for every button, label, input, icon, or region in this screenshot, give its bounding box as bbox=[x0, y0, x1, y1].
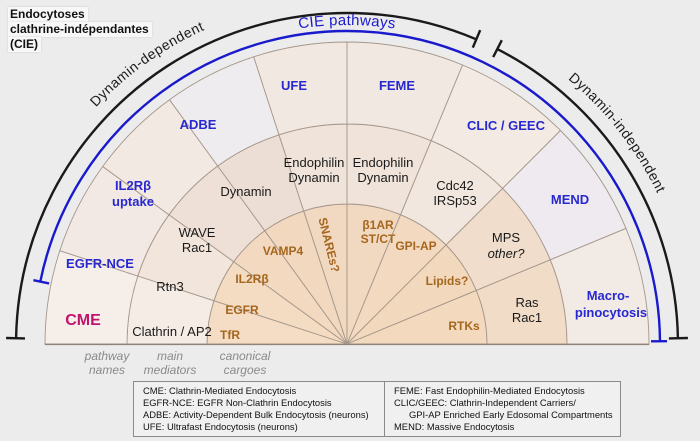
dep-arc-right-tick bbox=[471, 29, 482, 49]
legend-egfr-nce: EGFR-NCE: EGFR Non-Clathrin Endocytosis bbox=[143, 397, 332, 408]
cargo-label-egfr: EGFR bbox=[225, 303, 259, 317]
mediator-label-other: other? bbox=[488, 246, 526, 261]
mediator-label-feme-dynamin: Dynamin bbox=[357, 170, 408, 185]
cie-bracket-arc bbox=[33, 29, 668, 343]
legend-adbe: ADBE: Activity-Dependent Bulk Endocytosi… bbox=[143, 409, 369, 420]
legend-mend: MEND: Massive Endocytosis bbox=[394, 421, 515, 432]
indep-arc-left-tick bbox=[492, 39, 503, 58]
pathway-label-ufe: UFE bbox=[281, 78, 307, 93]
pathway-label-macro-line2: pinocytosis bbox=[575, 305, 647, 320]
figure-title-line3: (CIE) bbox=[8, 37, 41, 52]
pathway-label-feme: FEME bbox=[379, 78, 415, 93]
legend-feme: FEME: Fast Endophilin-Mediated Endocytos… bbox=[394, 385, 585, 396]
ring-caption-cargoes: cargoes bbox=[224, 363, 267, 377]
ring-caption-pathway: pathway bbox=[84, 349, 131, 363]
mediator-label-cdc42: Cdc42 bbox=[436, 178, 474, 193]
segment-macropinocytosis-ring-2 bbox=[549, 227, 650, 345]
legend-cme: CME: Clathrin-Mediated Endocytosis bbox=[143, 385, 297, 396]
cargo-label-vamp4: VAMP4 bbox=[263, 244, 304, 258]
dynamin-independent-bracket-arc bbox=[492, 39, 688, 340]
cargo-label-gpi-ap: GPI-AP bbox=[395, 239, 436, 253]
cie-arc bbox=[39, 29, 662, 342]
ring-caption-names: names bbox=[89, 363, 125, 377]
cargo-label-il2rb: IL2Rβ bbox=[235, 272, 268, 286]
dynamin-dependent-bracket-arc bbox=[6, 11, 482, 340]
figure-title-line1: Endocytoses bbox=[8, 7, 88, 22]
mediator-label-ras: Ras bbox=[515, 295, 539, 310]
cie-pathways-label: CIE pathways bbox=[297, 12, 397, 33]
mediator-label-mps: MPS bbox=[492, 230, 521, 245]
dynamin-dependent-arc bbox=[14, 11, 477, 339]
mediator-label-macro-rac1: Rac1 bbox=[512, 310, 542, 325]
mediator-label-ufe-endophilin: Endophilin bbox=[284, 155, 345, 170]
legend-clic-geec-line1: CLIC/GEEC: Clathrin-Independent Carriers… bbox=[394, 397, 576, 408]
cie-pathways-textpath: CIE pathways bbox=[297, 12, 396, 33]
cargo-label-b1ar: β1AR bbox=[362, 218, 394, 232]
ring-caption-canonical: canonical bbox=[220, 349, 271, 363]
legend-clic-geec-line2: GPI-AP Enriched Early Edosomal Compartme… bbox=[409, 409, 613, 420]
cargo-label-tfr: TfR bbox=[220, 328, 240, 342]
pathway-label-il2rb-line2: uptake bbox=[112, 194, 154, 209]
fan-wedges bbox=[44, 41, 650, 345]
ring-caption-main: main bbox=[157, 349, 183, 363]
pathway-label-il2rb-line1: IL2Rβ bbox=[115, 178, 151, 193]
ring-caption-mediators: mediators bbox=[144, 363, 197, 377]
cargo-label-lipids: Lipids? bbox=[426, 274, 469, 288]
figure-title-line2: clathrine-indépendantes bbox=[8, 22, 152, 37]
legend-box-left: CME: Clathrin-Mediated Endocytosis EGFR-… bbox=[133, 381, 385, 437]
mediator-label-rac1: Rac1 bbox=[182, 240, 212, 255]
cargo-label-rtks: RTKs bbox=[448, 319, 480, 333]
mediator-label-clathrin-ap2: Clathrin / AP2 bbox=[132, 324, 212, 339]
dynamin-independent-arc bbox=[496, 48, 680, 339]
mediator-label-irsp53: IRSp53 bbox=[433, 193, 476, 208]
mediator-label-dynamin: Dynamin bbox=[220, 184, 271, 199]
pathway-label-cme: CME bbox=[65, 312, 101, 329]
mediator-label-wave: WAVE bbox=[179, 225, 216, 240]
legend-ufe: UFE: Ultrafast Endocytosis (neurons) bbox=[143, 421, 298, 432]
pathway-label-adbe: ADBE bbox=[180, 117, 217, 132]
mediator-label-ufe-dynamin: Dynamin bbox=[288, 170, 339, 185]
legend-box-right: FEME: Fast Endophilin-Mediated Endocytos… bbox=[384, 381, 621, 437]
pathway-label-macro-line1: Macro- bbox=[587, 288, 630, 303]
pathway-label-egfr-nce: EGFR-NCE bbox=[66, 256, 134, 271]
pathway-label-mend: MEND bbox=[551, 192, 589, 207]
mediator-label-rtn3: Rtn3 bbox=[156, 279, 183, 294]
figure-title: Endocytoses clathrine-indépendantes (CIE… bbox=[8, 7, 152, 52]
cie-arc-left-tick bbox=[33, 279, 50, 285]
cargo-label-stct: ST/CT bbox=[361, 232, 396, 246]
pathway-label-clic-geec: CLIC / GEEC bbox=[467, 118, 546, 133]
mediator-label-feme-endophilin: Endophilin bbox=[353, 155, 414, 170]
